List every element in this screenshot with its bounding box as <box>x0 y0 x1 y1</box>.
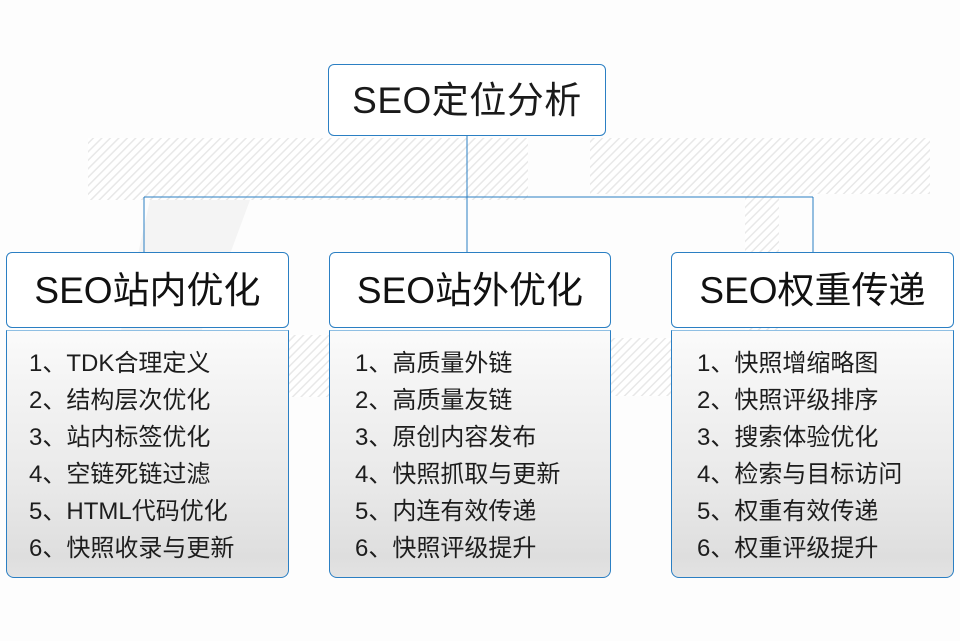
list-item-label: 快照抓取与更新 <box>392 461 561 488</box>
list-item-number: 1、 <box>697 350 735 377</box>
list-item-number: 4、 <box>29 461 67 488</box>
list-item-label: 搜索体验优化 <box>734 424 879 451</box>
list-item[interactable]: 1、高质量外链 <box>330 345 610 382</box>
list-item-number: 3、 <box>29 424 67 451</box>
branch-column-seo-onsite[interactable]: SEO站内优化 1、TDK合理定义 2、结构层次优化 3、站内标签优化 4、空链… <box>6 252 289 578</box>
list-item-number: 2、 <box>29 387 67 414</box>
list-item[interactable]: 3、原创内容发布 <box>330 419 610 456</box>
root-node-title: SEO定位分析 <box>352 79 582 121</box>
root-node[interactable]: SEO定位分析 <box>328 64 606 136</box>
list-item-number: 4、 <box>355 461 393 488</box>
list-item[interactable]: 1、TDK合理定义 <box>7 345 288 382</box>
list-item-number: 1、 <box>355 350 393 377</box>
list-item-label: 检索与目标访问 <box>734 461 903 488</box>
list-item-number: 4、 <box>697 461 735 488</box>
list-item-number: 3、 <box>355 424 393 451</box>
list-item-number: 2、 <box>697 387 735 414</box>
list-item-label: 权重评级提升 <box>734 535 879 562</box>
branch-header-seo-offsite[interactable]: SEO站外优化 <box>329 252 611 328</box>
branch-list-seo-offsite: 1、高质量外链 2、高质量友链 3、原创内容发布 4、快照抓取与更新 5、内连有… <box>329 330 611 578</box>
branch-header-label: SEO站内优化 <box>34 269 261 311</box>
branch-column-seo-weight[interactable]: SEO权重传递 1、快照增缩略图 2、快照评级排序 3、搜索体验优化 4、检索与… <box>671 252 954 578</box>
branch-column-seo-offsite[interactable]: SEO站外优化 1、高质量外链 2、高质量友链 3、原创内容发布 4、快照抓取与… <box>329 252 611 578</box>
list-item[interactable]: 6、快照评级提升 <box>330 530 610 567</box>
list-item[interactable]: 6、快照收录与更新 <box>7 530 288 567</box>
list-item-label: 快照收录与更新 <box>66 535 235 562</box>
list-item[interactable]: 2、快照评级排序 <box>672 382 953 419</box>
list-item-label: 结构层次优化 <box>66 387 211 414</box>
branch-header-label: SEO站外优化 <box>356 269 584 311</box>
list-item-number: 1、 <box>29 350 67 377</box>
list-item-number: 2、 <box>355 387 393 414</box>
branch-list-seo-onsite: 1、TDK合理定义 2、结构层次优化 3、站内标签优化 4、空链死链过滤 5、H… <box>6 330 289 578</box>
list-item-number: 6、 <box>355 535 393 562</box>
list-item-label: 原创内容发布 <box>392 424 537 451</box>
list-item-number: 5、 <box>29 498 67 525</box>
list-item-label: 快照增缩略图 <box>734 350 879 377</box>
list-item-label: 快照评级排序 <box>734 387 879 414</box>
list-item[interactable]: 2、高质量友链 <box>330 382 610 419</box>
list-item-number: 6、 <box>29 535 67 562</box>
branch-header-seo-weight[interactable]: SEO权重传递 <box>671 252 954 328</box>
branch-header-label: SEO权重传递 <box>699 269 926 311</box>
branch-header-seo-onsite[interactable]: SEO站内优化 <box>6 252 289 328</box>
list-item-label: 高质量外链 <box>392 350 513 377</box>
list-item-label: 空链死链过滤 <box>66 461 211 488</box>
list-item-label: HTML代码优化 <box>66 498 228 525</box>
list-item[interactable]: 5、权重有效传递 <box>672 493 953 530</box>
list-item-label: 高质量友链 <box>392 387 513 414</box>
list-item-label: 站内标签优化 <box>66 424 211 451</box>
list-item-number: 5、 <box>697 498 735 525</box>
list-item[interactable]: 5、HTML代码优化 <box>7 493 288 530</box>
branch-list-seo-weight: 1、快照增缩略图 2、快照评级排序 3、搜索体验优化 4、检索与目标访问 5、权… <box>671 330 954 578</box>
list-item[interactable]: 5、内连有效传递 <box>330 493 610 530</box>
list-item-label: 权重有效传递 <box>734 498 879 525</box>
list-item[interactable]: 1、快照增缩略图 <box>672 345 953 382</box>
list-item[interactable]: 3、搜索体验优化 <box>672 419 953 456</box>
list-item-label: 快照评级提升 <box>392 535 537 562</box>
list-item[interactable]: 2、结构层次优化 <box>7 382 288 419</box>
list-item-number: 6、 <box>697 535 735 562</box>
list-item[interactable]: 4、快照抓取与更新 <box>330 456 610 493</box>
list-item-number: 5、 <box>355 498 393 525</box>
list-item[interactable]: 6、权重评级提升 <box>672 530 953 567</box>
list-item[interactable]: 4、空链死链过滤 <box>7 456 288 493</box>
list-item-label: TDK合理定义 <box>66 350 211 377</box>
list-item[interactable]: 4、检索与目标访问 <box>672 456 953 493</box>
list-item-number: 3、 <box>697 424 735 451</box>
list-item[interactable]: 3、站内标签优化 <box>7 419 288 456</box>
list-item-label: 内连有效传递 <box>392 498 537 525</box>
